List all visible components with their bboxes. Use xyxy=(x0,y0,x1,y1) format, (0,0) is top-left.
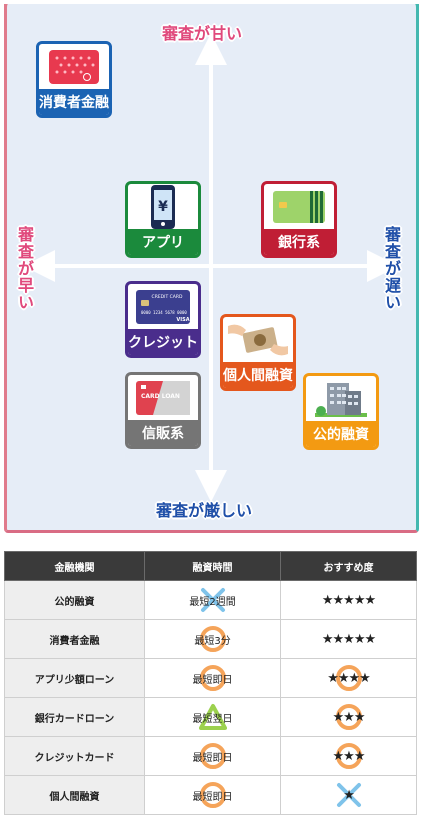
institution-name: 銀行カードローン xyxy=(3,697,146,737)
header-recommendation: おすすめ度 xyxy=(280,551,417,581)
institution-name: クレジットカード xyxy=(3,736,146,776)
smartphone-icon: ¥ xyxy=(128,184,198,229)
card-label: クレジット xyxy=(128,329,198,355)
recommendation-stars: ★★★★ xyxy=(280,658,417,698)
svg-text:CREDIT CARD: CREDIT CARD xyxy=(152,294,183,300)
loan-comparison-table: 金融機関 融資時間 おすすめ度 公的融資最短2週間★★★★★消費者金融最短3分★… xyxy=(3,551,417,815)
recommendation-stars: ★★★ xyxy=(280,736,417,776)
green-card-icon xyxy=(264,184,334,229)
card-label: アプリ xyxy=(128,229,198,255)
recommendation-stars: ★ xyxy=(280,775,417,815)
hands-money-icon xyxy=(223,317,293,362)
loan-time: 最短2週間 xyxy=(144,580,282,620)
axis-label-left: 審査が早い xyxy=(15,226,34,311)
institution-name: アプリ少額ローン xyxy=(3,658,146,698)
card-label: 個人間融資 xyxy=(223,362,293,388)
institution-name: 消費者金融 xyxy=(3,619,146,659)
axis-label-right: 審査が遅い xyxy=(382,226,401,311)
red-card-icon xyxy=(39,44,109,89)
loan-time: 最短即日 xyxy=(144,775,282,815)
table-header-row: 金融機関 融資時間 おすすめ度 xyxy=(3,551,417,581)
axis-lines xyxy=(23,33,399,502)
table-row: クレジットカード最短即日★★★ xyxy=(3,736,417,776)
card-label: 消費者金融 xyxy=(39,89,109,115)
card-app: ¥ アプリ xyxy=(125,181,201,258)
loan-time: 最短即日 xyxy=(144,658,282,698)
loan-time: 最短即日 xyxy=(144,736,282,776)
recommendation-stars: ★★★ xyxy=(280,697,417,737)
axis-label-top: 審査が甘い xyxy=(162,24,243,43)
card-personal-loan: 個人間融資 xyxy=(220,314,296,391)
card-credit: CREDIT CARD 0000 1234 5678 0000 VISA クレジ… xyxy=(125,281,201,358)
card-label: 公的融資 xyxy=(306,421,376,447)
card-bank: 銀行系 xyxy=(261,181,337,258)
svg-text:VISA: VISA xyxy=(176,317,189,323)
svg-text:CARD LOAN: CARD LOAN xyxy=(141,393,180,400)
loan-time: 最短3分 xyxy=(144,619,282,659)
card-label: 銀行系 xyxy=(264,229,334,255)
card-shinpan: CARD LOAN 信販系 xyxy=(125,372,201,449)
card-public-loan: 公的融資 xyxy=(303,373,379,450)
table-row: アプリ少額ローン最短即日★★★★ xyxy=(3,658,417,698)
header-institution: 金融機関 xyxy=(3,551,146,581)
recommendation-stars: ★★★★★ xyxy=(280,619,417,659)
credit-card-icon: CREDIT CARD 0000 1234 5678 0000 VISA xyxy=(128,284,198,329)
card-consumer-finance: 消費者金融 xyxy=(36,41,112,118)
institution-name: 公的融資 xyxy=(3,580,146,620)
loan-time: 最短翌日 xyxy=(144,697,282,737)
card-loan-icon: CARD LOAN xyxy=(128,375,198,420)
svg-text:0000 1234 5678 0000: 0000 1234 5678 0000 xyxy=(141,310,187,315)
table-row: 公的融資最短2週間★★★★★ xyxy=(3,580,417,620)
table-row: 銀行カードローン最短翌日★★★ xyxy=(3,697,417,737)
svg-text:¥: ¥ xyxy=(158,199,168,215)
card-label: 信販系 xyxy=(128,420,198,446)
building-icon xyxy=(306,376,376,421)
recommendation-stars: ★★★★★ xyxy=(280,580,417,620)
axis-label-bottom: 審査が厳しい xyxy=(156,501,253,520)
header-loan-time: 融資時間 xyxy=(144,551,282,581)
table-row: 消費者金融最短3分★★★★★ xyxy=(3,619,417,659)
